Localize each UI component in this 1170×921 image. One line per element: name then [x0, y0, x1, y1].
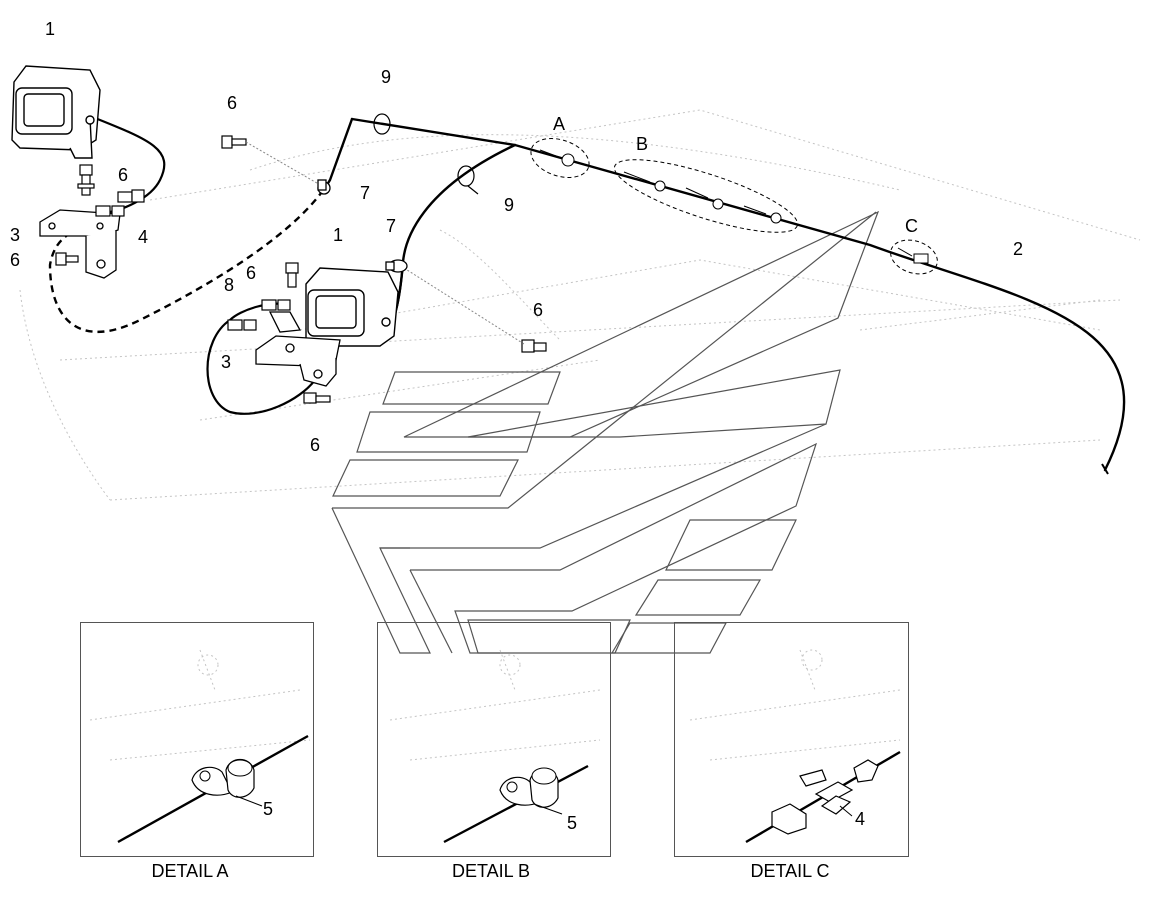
callout-3-a: 3	[10, 225, 21, 245]
callout-8: 8	[224, 275, 235, 295]
detail-marker-a	[530, 138, 590, 178]
callout-6-e: 6	[533, 300, 544, 320]
callout-7-a: 7	[360, 183, 371, 203]
callout-4-a: 4	[138, 227, 149, 247]
left-light-cable	[94, 116, 166, 214]
callout-6-d: 6	[246, 263, 257, 283]
callout-B: B	[636, 134, 649, 154]
cable-end	[1101, 463, 1109, 475]
main-harness	[328, 117, 1126, 472]
callout-5-b: 5	[567, 813, 578, 833]
callout-A: A	[553, 114, 566, 134]
bolt-top	[221, 135, 247, 149]
callout-4-b: 4	[855, 809, 866, 829]
detail-c-box	[674, 622, 909, 857]
bolt-left-side	[55, 252, 79, 266]
callout-6-f: 6	[310, 435, 321, 455]
detail-c-caption: DETAIL C	[750, 861, 830, 881]
callout-7-b: 7	[386, 216, 397, 236]
detail-b-caption: DETAIL B	[451, 861, 531, 881]
bolt-left-top	[77, 164, 95, 196]
cable-tie-9a	[373, 113, 391, 135]
watermark-logo	[331, 210, 880, 654]
detail-b-drawing	[389, 649, 601, 844]
detail-c-drawing	[689, 649, 901, 844]
callout-1-top: 1	[45, 19, 56, 39]
connector-middle	[227, 299, 291, 331]
cable-clip-7a	[317, 179, 331, 195]
leader-bolt-right	[403, 267, 525, 345]
callout-3-b: 3	[221, 352, 232, 372]
cab-outline-ghost	[19, 109, 1141, 501]
cable-tie-9b	[457, 165, 479, 195]
detail-marker-b	[613, 159, 799, 233]
detail-a-caption: DETAIL A	[151, 861, 229, 881]
detail-a-box	[80, 622, 314, 857]
detail-a-drawing	[89, 649, 311, 844]
callout-6-b: 6	[118, 165, 129, 185]
dashed-harness	[48, 179, 332, 333]
callout-1-middle: 1	[333, 225, 344, 245]
connector-left	[95, 189, 145, 217]
callout-9-a: 9	[381, 67, 392, 87]
callout-6-a: 6	[227, 93, 238, 113]
callout-C: C	[905, 216, 918, 236]
bolt-middle	[285, 262, 331, 404]
connector-c-harness	[897, 247, 929, 264]
callout-6-c: 6	[10, 250, 21, 270]
bolt-right	[521, 339, 547, 353]
clips-b-harness	[623, 171, 782, 224]
work-light-left	[11, 65, 101, 159]
detail-b-box	[377, 622, 611, 857]
work-light-middle	[305, 267, 399, 347]
leader-bolt-top	[245, 141, 323, 187]
callout-5-a: 5	[263, 799, 274, 819]
bracket-left	[39, 209, 121, 279]
cable-clip-7b	[385, 259, 408, 273]
bracket-middle	[255, 311, 341, 387]
detail-marker-c	[890, 239, 938, 275]
callout-2: 2	[1013, 239, 1024, 259]
clip-a-harness	[539, 149, 575, 167]
callout-9-b: 9	[504, 195, 515, 215]
